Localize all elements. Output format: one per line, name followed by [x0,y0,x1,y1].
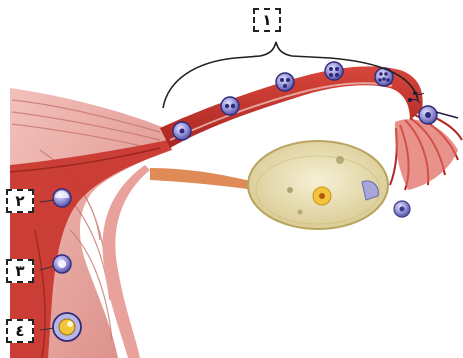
egg-stage-tube-3 [276,73,294,91]
egg-stage-uterus-4-implanted [53,313,81,341]
egg-stage-tube-6 [419,106,437,124]
egg-stage-tube-1 [173,122,191,140]
fimbriae-fill [395,119,458,190]
egg-stage-uterus-2 [53,189,71,207]
label-box-4: ٤ [6,319,34,343]
label-box-1: ١ [253,8,281,32]
ovary [248,141,388,229]
egg-stage-tube-4 [325,62,343,80]
egg-stage-tube-2 [221,97,239,115]
released-egg [394,201,410,217]
label-box-2: ٢ [6,189,34,213]
label-box-3: ٣ [6,259,34,283]
ovarian-ligament [150,168,255,190]
egg-stage-uterus-3 [53,255,71,273]
